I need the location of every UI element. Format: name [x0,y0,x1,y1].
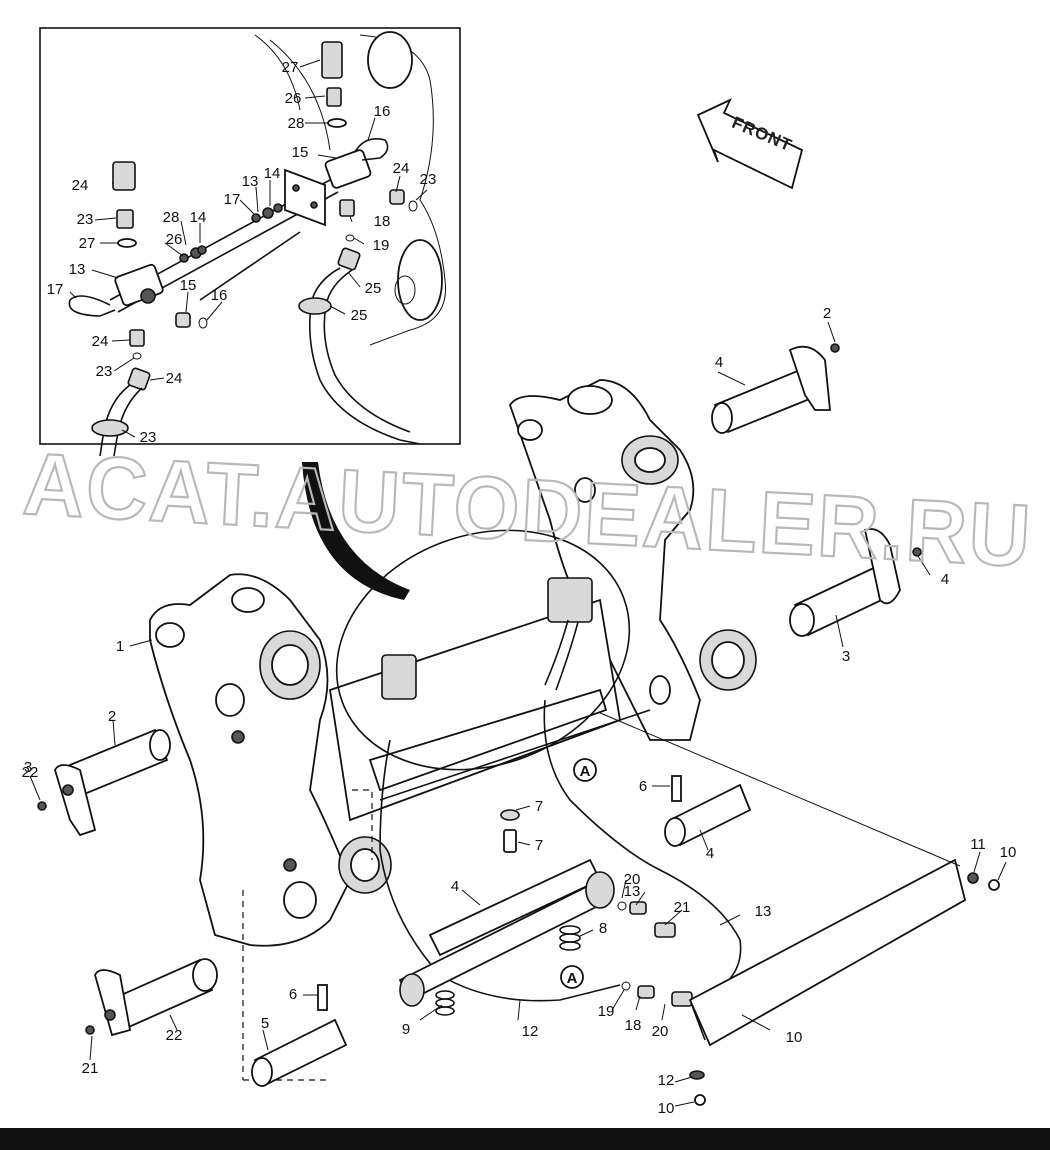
detail-marker-bottom: A [560,965,584,989]
callout-main-4: 4 [706,845,714,862]
pin-7-left [317,984,328,1011]
callout-inset-23: 23 [77,211,94,228]
callout-main-6: 6 [289,986,297,1003]
callout-main-1: 1 [116,638,124,655]
callout-inset-24: 24 [393,160,410,177]
callout-inset-23: 23 [140,429,157,446]
callout-inset-28: 28 [163,209,180,226]
detail-marker-text: A [567,970,578,987]
callout-inset-25: 25 [365,280,382,297]
callout-inset-16: 16 [211,287,228,304]
callout-inset-24: 24 [166,370,183,387]
callout-inset-13: 13 [242,173,259,190]
callout-main-13: 13 [755,903,772,920]
left-fitting-group [68,161,208,457]
callout-main-5: 5 [261,1015,269,1032]
callout-main-11: 11 [970,836,986,853]
callout-inset-27: 27 [79,235,96,252]
callout-main-6: 6 [639,778,647,795]
detail-pointer-arrow [302,462,410,600]
callout-main-7: 7 [535,837,543,854]
pin-2-right [711,345,831,434]
callout-inset-27: 27 [282,59,299,76]
pin-3-right [789,528,901,637]
callout-inset-17: 17 [47,281,64,298]
callout-main-20: 20 [652,1023,669,1040]
callout-main-13: 13 [624,883,641,900]
callout-inset-17: 17 [224,191,241,208]
callout-main-20: 20 [624,871,641,888]
callout-inset-26: 26 [166,231,183,248]
pin-2-left [54,728,171,837]
callout-inset-23: 23 [96,363,113,380]
pin-3-left [94,958,218,1037]
pin-7-right [671,775,682,802]
pin-6-right [664,783,752,847]
callout-main-18: 18 [625,1017,642,1034]
callout-main-21: 21 [674,899,691,916]
callout-inset-24: 24 [72,177,89,194]
pin-6-left [251,1018,348,1087]
callout-inset-14: 14 [264,165,281,182]
callout-main-21: 21 [82,1060,99,1077]
detail-marker-top: A [573,758,597,782]
callout-main-10: 10 [1000,844,1017,861]
callout-main-3: 3 [24,759,32,776]
callout-inset-13: 13 [69,261,86,278]
callout-main-7: 7 [535,798,543,815]
inset-frame [39,27,461,445]
callout-main-10: 10 [786,1029,803,1046]
callout-inset-15: 15 [180,277,197,294]
callout-main-4: 4 [715,354,723,371]
callout-inset-26: 26 [285,90,302,107]
callout-inset-19: 19 [373,237,390,254]
callout-inset-15: 15 [292,144,309,161]
callout-inset-23: 23 [420,171,437,188]
front-direction-arrow: FRONT [696,98,804,190]
callout-main-12: 12 [522,1023,539,1040]
callout-main-10: 10 [658,1100,675,1117]
main-assembly: A A [29,321,1007,1107]
callout-main-4: 4 [451,878,459,895]
springs-10 [435,925,581,1016]
callout-main-12: 12 [658,1072,675,1089]
callout-main-4: 4 [941,571,949,588]
callout-main-19: 19 [598,1003,615,1020]
callout-inset-16: 16 [374,103,391,120]
callout-main-2: 2 [108,708,116,725]
callout-inset-18: 18 [374,213,391,230]
callout-main-9: 9 [402,1021,410,1038]
right-fitting-group [251,41,421,445]
inset-detail [39,27,461,457]
detail-zone-ellipse [335,529,631,771]
bottom-border [0,1128,1050,1150]
callout-main-3: 3 [842,648,850,665]
callout-main-8: 8 [599,920,607,937]
shield-11 [688,858,967,1047]
callout-main-2: 2 [823,305,831,322]
callout-inset-14: 14 [190,209,207,226]
callout-main-22: 22 [22,764,39,781]
detail-marker-text: A [580,763,591,780]
callout-main-22: 22 [166,1027,183,1044]
callout-inset-28: 28 [288,115,305,132]
callout-inset-24: 24 [92,333,109,350]
callout-inset-25: 25 [351,307,368,324]
